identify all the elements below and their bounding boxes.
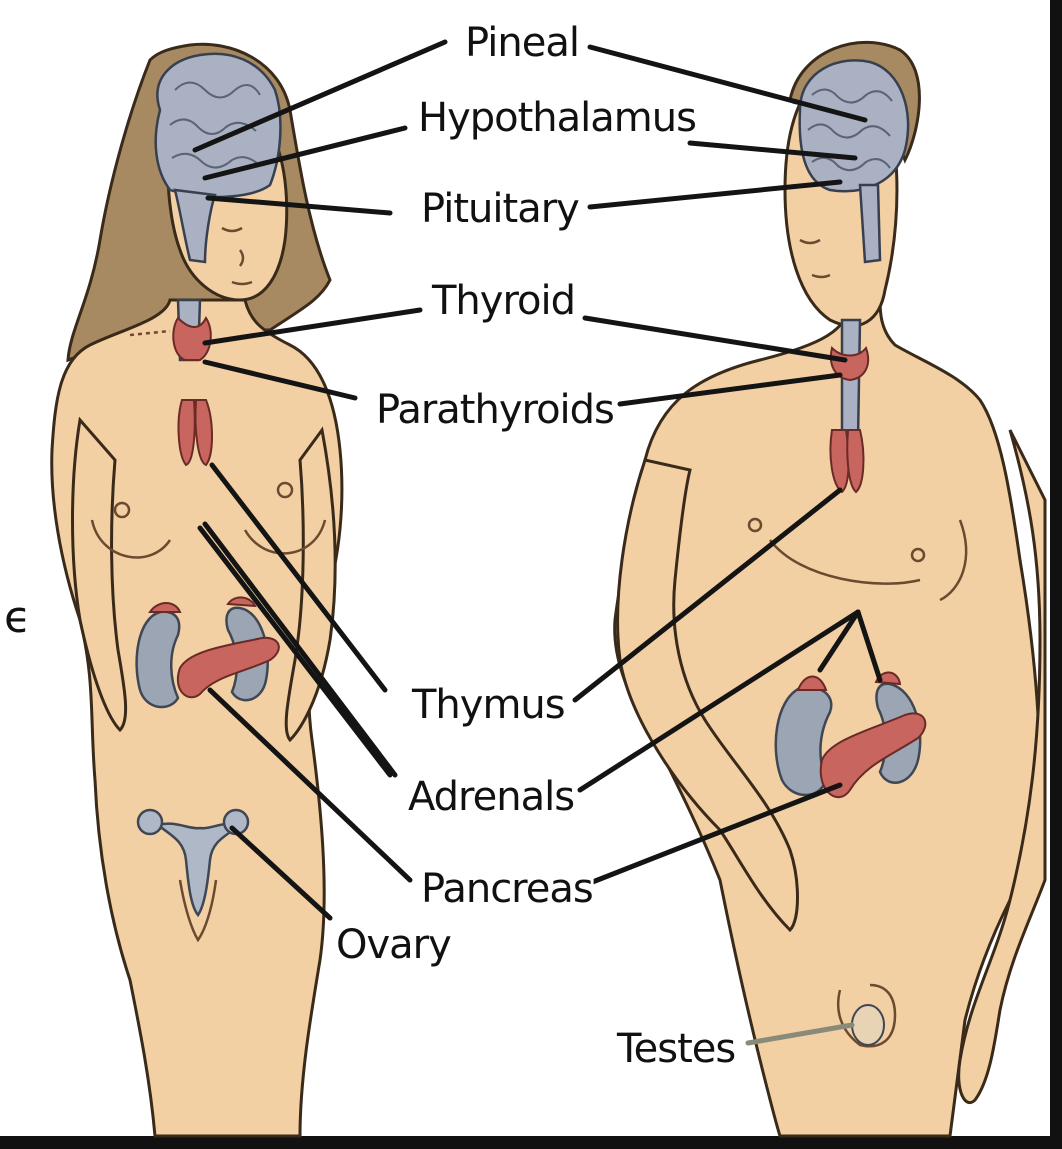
label-hypothalamus: Hypothalamus [418, 95, 696, 141]
label-pituitary: Pituitary [421, 186, 579, 232]
label-pancreas: Pancreas [421, 866, 593, 912]
label-adrenals: Adrenals [408, 774, 574, 820]
side-mark: ϵ [4, 592, 31, 643]
label-ovary: Ovary [336, 922, 451, 968]
label-thyroid: Thyroid [431, 278, 575, 324]
label-pineal: Pineal [465, 20, 579, 66]
label-testes: Testes [616, 1026, 735, 1072]
label-thymus: Thymus [411, 682, 565, 728]
label-parathyroids: Parathyroids [376, 387, 614, 433]
